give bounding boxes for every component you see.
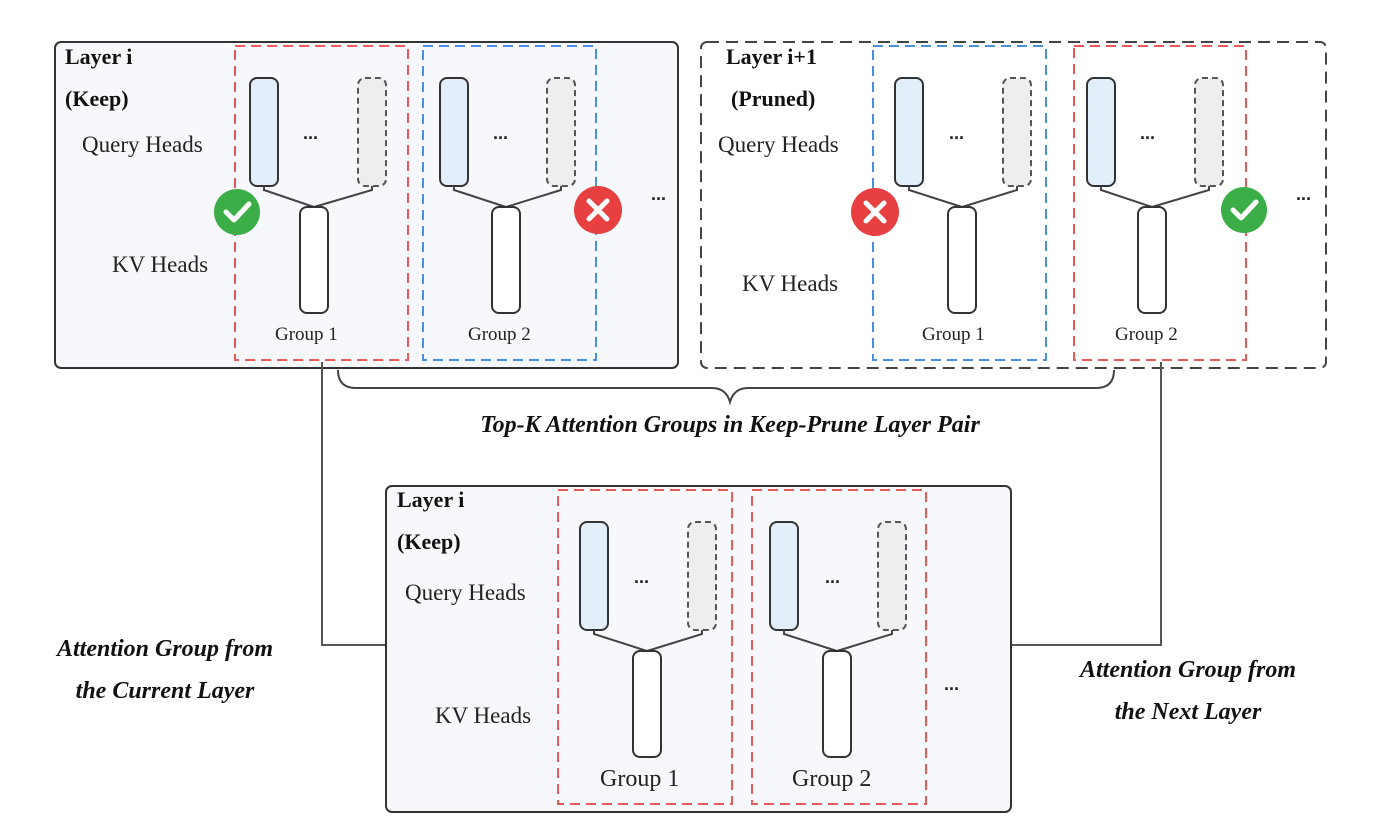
query-head-active (769, 521, 799, 631)
attention-group-1: ... Group 1 (872, 45, 1047, 361)
attention-group-2: ... Group 2 (1073, 45, 1247, 361)
group-label: Group 1 (275, 324, 338, 345)
kv-heads-label: KV Heads (435, 703, 531, 728)
ellipsis-groups: ... (1296, 184, 1311, 204)
query-head-active (1086, 77, 1116, 187)
caption-current-layer-line2: the Current Layer (76, 678, 255, 704)
kv-heads-label: KV Heads (112, 252, 208, 277)
panel-title-line2: (Pruned) (731, 86, 815, 111)
group-label: Group 1 (922, 324, 985, 345)
cross-icon (574, 186, 622, 234)
query-head-inactive (357, 77, 387, 187)
ellipsis-heads: ... (303, 123, 318, 143)
kv-heads-label: KV Heads (742, 271, 838, 296)
group-label: Group 2 (468, 324, 531, 345)
kv-head (1137, 206, 1167, 314)
kv-head (822, 650, 852, 758)
panel-layer-i-plus-1-pruned: Layer i+1 (Pruned) Query Heads KV Heads … (700, 41, 1327, 369)
brace-caption: Top-K Attention Groups in Keep-Prune Lay… (480, 412, 980, 438)
ellipsis-groups: ... (651, 184, 666, 204)
panel-title-line1: Layer i+1 (726, 44, 817, 69)
ellipsis-heads: ... (1140, 123, 1155, 143)
caption-next-layer-line1: Attention Group from (1078, 657, 1296, 683)
panel-layer-i-keep-merged: Layer i (Keep) Query Heads KV Heads ... … (385, 485, 1012, 813)
check-icon (1221, 187, 1267, 233)
query-head-inactive (687, 521, 717, 631)
query-heads-label: Query Heads (718, 132, 839, 157)
caption-next-layer-line2: the Next Layer (1115, 699, 1262, 725)
kv-head (632, 650, 662, 758)
query-heads-label: Query Heads (405, 580, 526, 605)
caption-current-layer-line1: Attention Group from (55, 636, 273, 662)
attention-group-2: ... Group 2 (751, 489, 927, 805)
attention-group-1: ... Group 1 (557, 489, 733, 805)
query-heads-label: Query Heads (82, 132, 203, 157)
ellipsis-heads: ... (949, 123, 964, 143)
kv-head (299, 206, 329, 314)
group-label: Group 1 (600, 766, 679, 792)
query-head-active (439, 77, 469, 187)
ellipsis-heads: ... (493, 123, 508, 143)
check-icon (214, 189, 260, 235)
ellipsis-groups: ... (944, 674, 959, 694)
kv-head (491, 206, 521, 314)
query-head-inactive (1194, 77, 1224, 187)
query-head-inactive (546, 77, 576, 187)
cross-icon (851, 188, 899, 236)
panel-layer-i-keep-top: Layer i (Keep) Query Heads KV Heads ... … (54, 41, 679, 369)
group-label: Group 2 (792, 766, 871, 792)
panel-title-line2: (Keep) (397, 529, 461, 554)
panel-title-line2: (Keep) (65, 86, 129, 111)
brace (337, 369, 1115, 406)
attention-group-1: ... Group 1 (234, 45, 409, 361)
group-label: Group 2 (1115, 324, 1178, 345)
ellipsis-heads: ... (825, 567, 840, 587)
query-head-active (249, 77, 279, 187)
query-head-inactive (1002, 77, 1032, 187)
panel-title-line1: Layer i (397, 487, 464, 512)
panel-title-line1: Layer i (65, 44, 132, 69)
ellipsis-heads: ... (634, 567, 649, 587)
query-head-active (579, 521, 609, 631)
kv-head (947, 206, 977, 314)
query-head-inactive (877, 521, 907, 631)
query-head-active (894, 77, 924, 187)
